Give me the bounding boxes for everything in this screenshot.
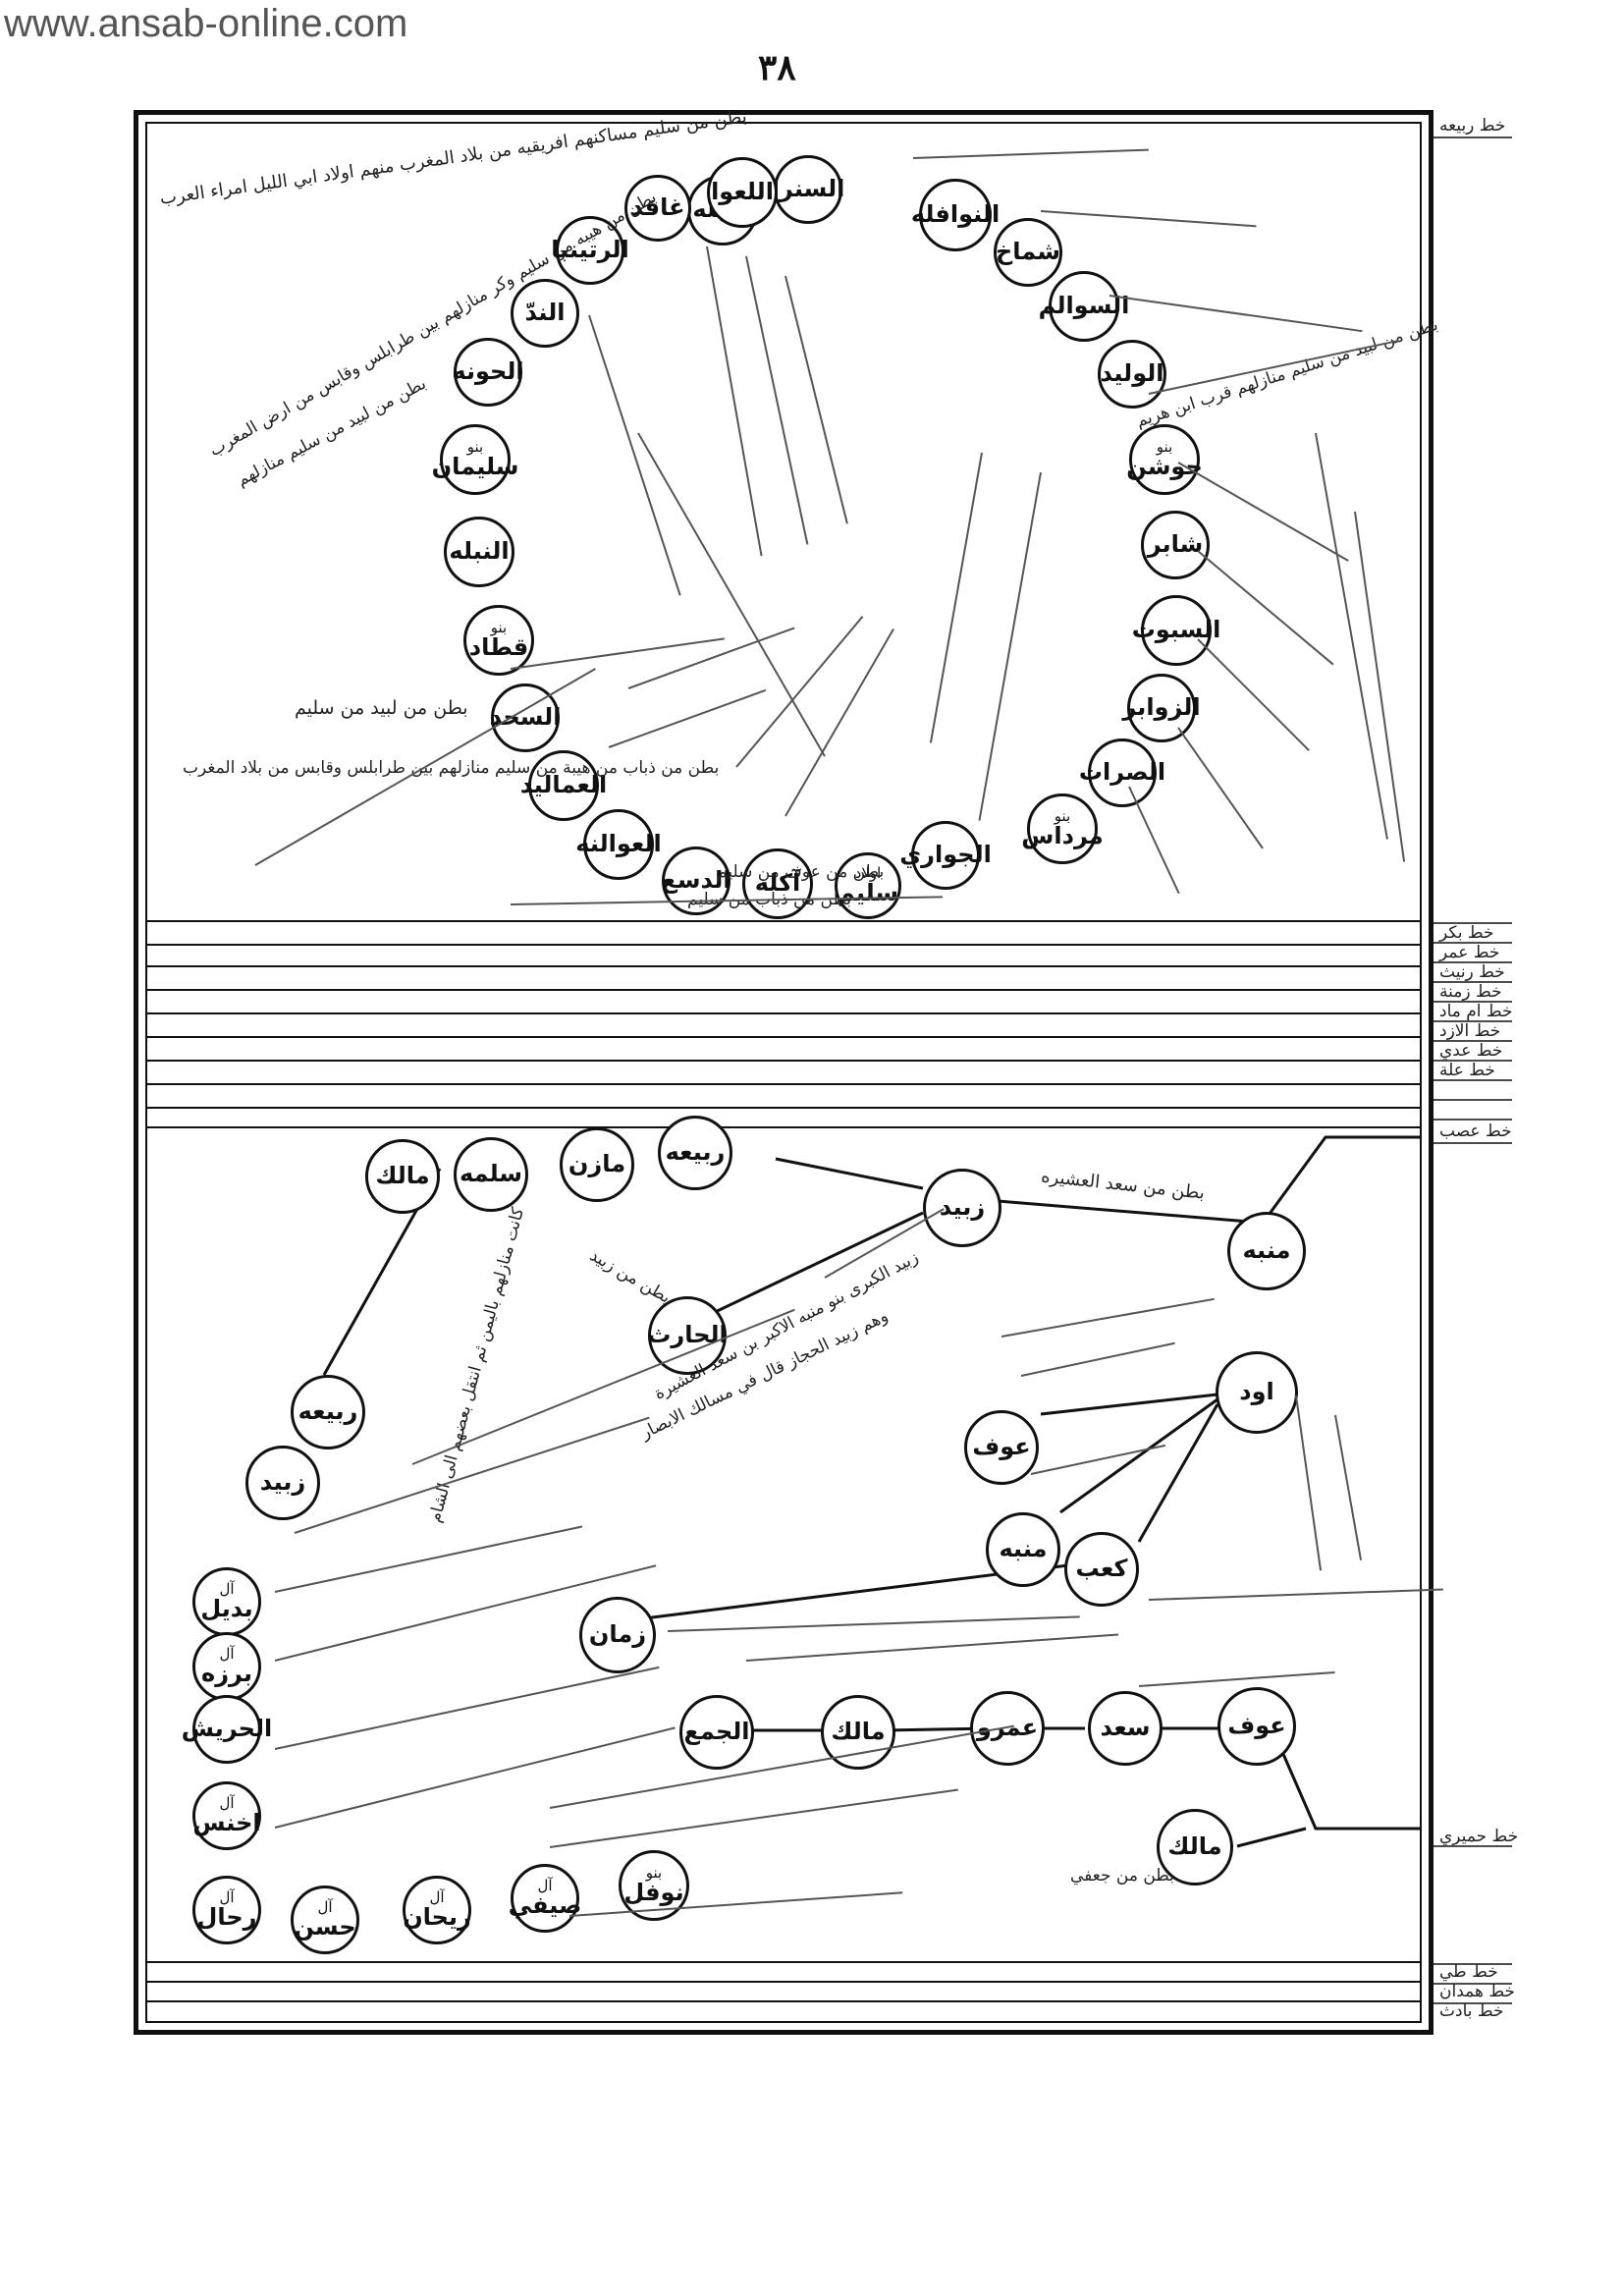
node-awf-mid: عوف bbox=[964, 1410, 1039, 1485]
side-label: خط علة bbox=[1439, 1061, 1495, 1080]
node-shamakh: شماخ bbox=[994, 218, 1062, 287]
node-juwari: الجواري bbox=[899, 821, 992, 890]
node-shabir: شابر bbox=[1141, 511, 1210, 579]
side-label-rabia: خط ربيعه bbox=[1439, 116, 1506, 136]
watermark: www.ansab-online.com bbox=[4, 2, 408, 45]
side-label: خط عمر bbox=[1439, 943, 1500, 962]
node-zaman: زمان bbox=[579, 1597, 656, 1673]
node-sarat: الصرات bbox=[1079, 738, 1165, 807]
side-label: خط عدي bbox=[1439, 1041, 1503, 1061]
side-label: خط بادث bbox=[1439, 2001, 1504, 2021]
node-malik-top: مالك bbox=[365, 1139, 440, 1214]
node-sabut: السبوت bbox=[1132, 595, 1220, 666]
node-huraysh: الحريش bbox=[182, 1695, 272, 1764]
node-zubayd-left: زبيد bbox=[245, 1446, 320, 1520]
side-label: خط حميري bbox=[1439, 1827, 1519, 1846]
node-mazin: مازن bbox=[560, 1127, 634, 1202]
side-label: خط زمنة bbox=[1439, 982, 1502, 1002]
node-nabla: النبله bbox=[444, 517, 514, 587]
note-malik-low: بطن من جعفي bbox=[1070, 1866, 1174, 1886]
node-walid: الوليد bbox=[1098, 340, 1166, 409]
node-kaab: كعب bbox=[1064, 1532, 1139, 1607]
node-laaw-2: اللعوا bbox=[707, 157, 778, 228]
node-rabia-top: ربيعه bbox=[658, 1116, 732, 1190]
node-zawabir: الزوابر bbox=[1122, 674, 1201, 742]
page-frame-outer bbox=[134, 110, 1434, 2035]
side-label: خط ام ماد bbox=[1439, 1002, 1513, 1021]
side-label: خط بكر bbox=[1439, 923, 1494, 943]
node-awf-low: عوف bbox=[1217, 1687, 1296, 1766]
node-saad: سعد bbox=[1088, 1691, 1163, 1766]
node-aakila: آكله bbox=[742, 848, 813, 919]
node-dasa: الدسع bbox=[661, 847, 731, 915]
side-label: خط همدان bbox=[1439, 1982, 1515, 2001]
node-jamaa: الجمع bbox=[679, 1695, 754, 1770]
node-nadd: الندّ bbox=[511, 279, 579, 348]
node-sawaalim: السوالم bbox=[1039, 271, 1129, 342]
node-amilid: العماليد bbox=[520, 750, 607, 821]
note-amilid: بطن من ذباب من هيبة من سليم منازلهم بين … bbox=[183, 758, 720, 778]
note-dasa: بطن من عوف من سليم bbox=[717, 862, 885, 882]
node-munabbih-mid: منبه bbox=[986, 1512, 1060, 1587]
node-nawafila: النوافله bbox=[911, 179, 1000, 251]
node-sanra: السنرا bbox=[772, 155, 844, 224]
side-label: خط عصب bbox=[1439, 1121, 1512, 1141]
page-number: ٣٨ bbox=[758, 47, 796, 88]
node-munabbih-top: منبه bbox=[1227, 1212, 1306, 1290]
page-frame-inner bbox=[145, 122, 1422, 2023]
side-label: خط رنيث bbox=[1439, 962, 1505, 982]
node-salama: سلمه bbox=[454, 1137, 528, 1212]
node-ratinba: الرتينبا bbox=[551, 216, 629, 285]
node-malik-low: مالك bbox=[1157, 1809, 1233, 1886]
side-label: خط طي bbox=[1439, 1962, 1498, 1982]
node-hawna: الحونه bbox=[452, 338, 524, 407]
note-sahid: بطن من لبيد من سليم bbox=[295, 697, 468, 719]
node-awalina: العوالنه bbox=[575, 809, 662, 880]
node-zubayd-top: زبيد bbox=[923, 1169, 1001, 1247]
node-rabia-left: ربيعه bbox=[291, 1375, 365, 1449]
side-label: خط الازد bbox=[1439, 1021, 1501, 1041]
node-ghafid: غافد bbox=[624, 175, 691, 242]
node-amr: عمرو bbox=[970, 1691, 1045, 1766]
node-awd: اود bbox=[1216, 1351, 1298, 1434]
